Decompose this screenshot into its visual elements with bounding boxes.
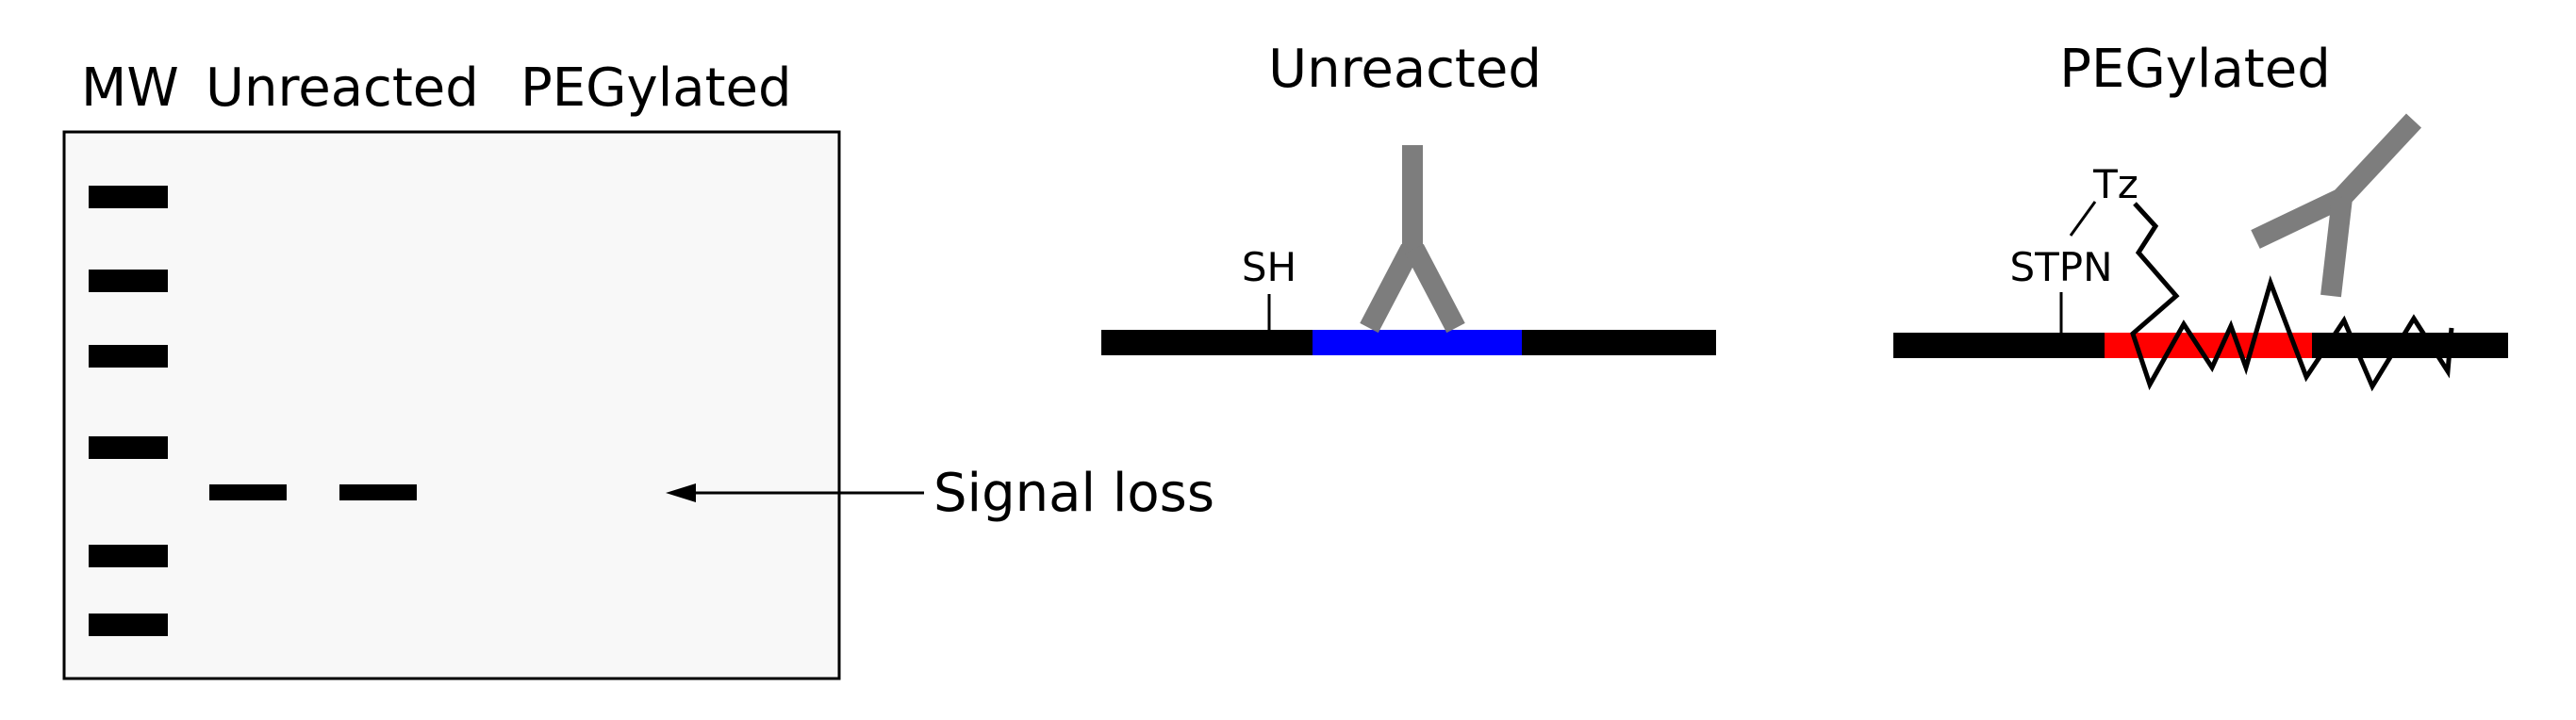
pegylated-title: PEGylated [2059,39,2331,100]
antibody-arm [1405,243,1465,334]
mw-ladder-band [89,614,168,636]
tz-label: Tz [2092,161,2138,207]
linker-bond [2069,201,2097,237]
mw-ladder-band [89,345,168,368]
gel-panel: MW Unreacted PEGylated Signal loss [62,57,1214,680]
antibody-arm [2320,196,2353,298]
epitope-segment [1313,330,1522,355]
mw-ladder-band [89,436,168,459]
signal-loss-label: Signal loss [933,463,1214,524]
gel-box [62,130,841,680]
arrowhead [666,483,696,502]
linker-label: STPN [2009,244,2112,290]
mw-ladder-band [89,545,168,567]
mw-ladder-band [89,186,168,208]
antibody-stem [2326,113,2422,213]
pegylated-schematic: PEGylated STPN Tz [1893,39,2508,392]
thiol-label: SH [1242,244,1296,290]
mw-ladder-band [89,270,168,292]
lane-label-mw: MW [81,57,179,119]
sample-band [209,484,287,500]
antibody-arm [2251,188,2347,249]
lane-label-unreacted: Unreacted [206,57,479,119]
unreacted-schematic: Unreacted SH [1101,39,1716,355]
sample-band [339,484,417,500]
lane-label-pegylated: PEGylated [520,57,792,119]
antibody-displaced [2251,113,2422,298]
antibody-bound [1360,145,1465,334]
unreacted-title: Unreacted [1268,39,1542,100]
antibody-arm [1360,243,1420,334]
peg-chain [2130,202,2454,392]
